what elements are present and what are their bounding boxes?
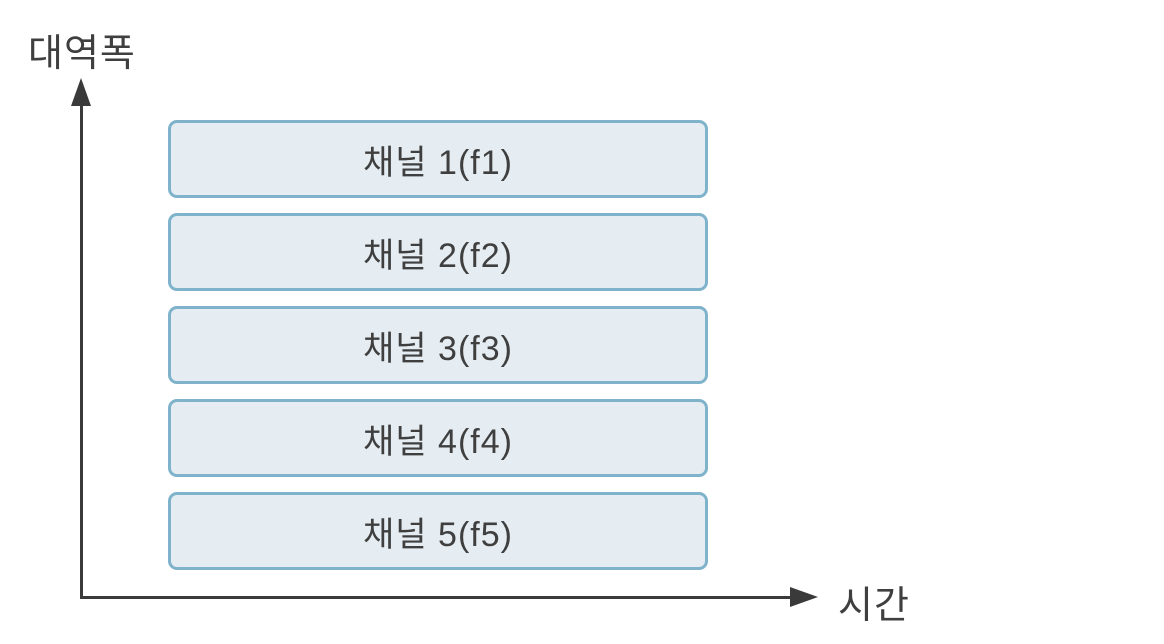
x-axis-label: 시간 bbox=[838, 585, 910, 627]
x-axis-line bbox=[80, 596, 792, 599]
channel-box-label: 채널 1(f1) bbox=[363, 143, 513, 182]
channel-box-1: 채널 1(f1) bbox=[168, 120, 708, 198]
y-axis-arrow-up-icon bbox=[71, 78, 91, 106]
channel-box-2: 채널 2(f2) bbox=[168, 213, 708, 291]
channel-box-4: 채널 4(f4) bbox=[168, 399, 708, 477]
y-axis-line bbox=[80, 102, 83, 599]
channel-box-label: 채널 3(f3) bbox=[363, 329, 513, 368]
channel-box-label: 채널 4(f4) bbox=[363, 422, 513, 461]
channel-box-label: 채널 2(f2) bbox=[363, 236, 513, 275]
y-axis-label: 대역폭 bbox=[28, 33, 136, 75]
channel-box-5: 채널 5(f5) bbox=[168, 492, 708, 570]
x-axis-arrow-right-icon bbox=[790, 587, 818, 607]
channel-box-label: 채널 5(f5) bbox=[363, 515, 513, 554]
channel-box-3: 채널 3(f3) bbox=[168, 306, 708, 384]
